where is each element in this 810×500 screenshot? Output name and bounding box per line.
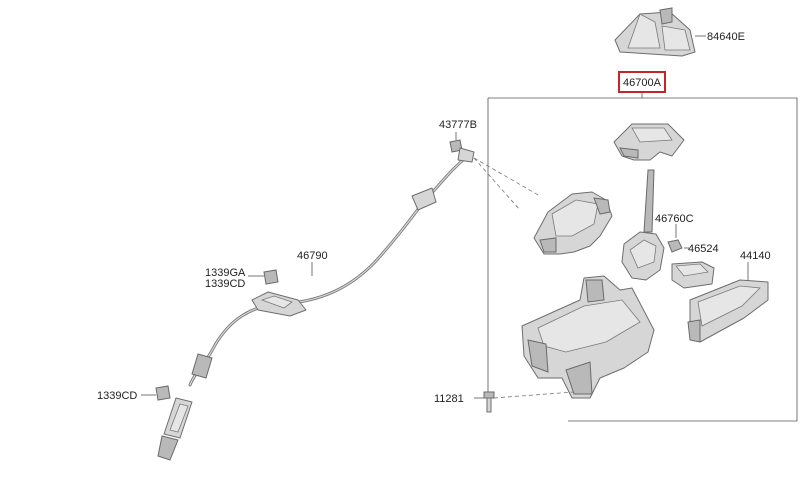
label-46790[interactable]: 46790 [297,250,328,262]
label-46760C[interactable]: 46760C [655,213,694,225]
bolt-dash [493,391,575,399]
label-43777B[interactable]: 43777B [439,119,477,131]
lever-pin[interactable] [667,239,683,253]
label-46700A[interactable]: 46700A [623,77,662,89]
label-1339GA[interactable]: 1339GA [205,267,246,279]
cable-nut[interactable] [155,385,171,401]
detent-bracket[interactable] [533,191,613,255]
shift-lever[interactable] [621,169,665,281]
grommet-bolt[interactable] [263,269,279,285]
shift-boot[interactable] [614,7,696,57]
control-unit[interactable] [687,279,769,343]
base-housing[interactable] [521,275,655,399]
clip-dash [473,157,541,197]
label-44140[interactable]: 44140 [740,250,771,262]
label-84640E[interactable]: 84640E [707,31,745,43]
label-11281[interactable]: 11281 [434,393,464,405]
position-sensor[interactable] [671,261,715,289]
grommet-plate[interactable] [251,291,307,317]
label-46524[interactable]: 46524 [688,243,719,255]
selector-cover[interactable] [613,123,685,161]
shift-cable[interactable] [157,147,475,461]
mounting-bolt[interactable] [483,391,495,413]
assembly-label-highlight[interactable] [618,71,666,93]
assembly-frame [487,97,798,422]
cable-dash [473,157,521,211]
label-1339CD[interactable]: 1339CD [97,390,137,402]
label-1339CD-upper[interactable]: 1339CD [205,278,245,290]
